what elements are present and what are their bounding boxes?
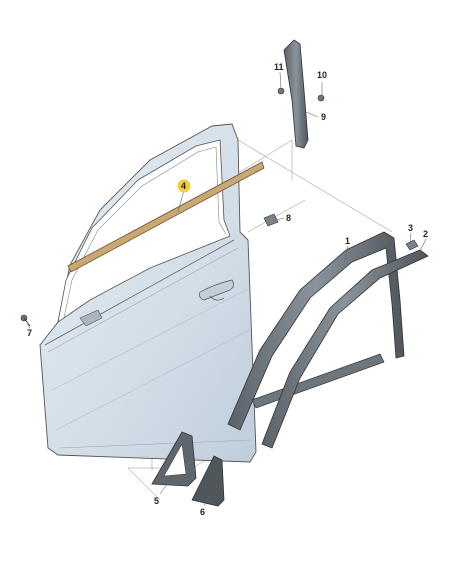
callout-7: 7 [27,328,32,338]
part-5-triangle-trim [151,431,197,487]
callout-11: 11 [274,62,284,72]
leader-lines [26,71,427,507]
callout-4: 4 [181,181,186,191]
part-4-window-strip [67,161,265,273]
callout-5: 5 [154,496,159,506]
fasteners [20,87,419,327]
part-6-triangle-cover [191,455,225,507]
callout-1: 1 [345,236,350,246]
door-shell [39,123,257,463]
callout-2: 2 [423,229,428,239]
callout-8: 8 [286,213,291,223]
callout-9: 9 [321,112,326,122]
part-2-window-channel [261,249,429,449]
callout-labels: 1 2 3 4 5 6 7 8 9 10 11 [27,62,428,517]
callout-6: 6 [200,507,205,517]
callout-10: 10 [317,70,327,80]
callout-3: 3 [408,223,413,233]
part-9-pillar-trim [283,39,309,149]
callout-4-highlight [177,179,191,193]
